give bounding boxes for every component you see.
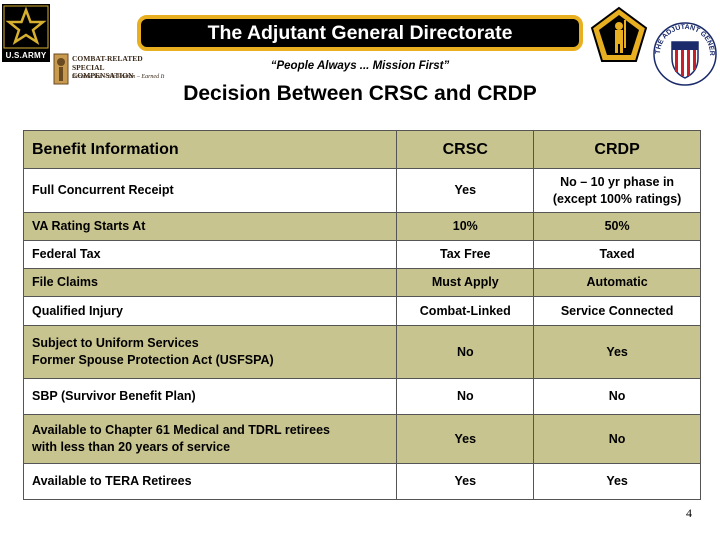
- crdp-cell: No – 10 yr phase in (except 100% ratings…: [533, 168, 701, 213]
- army-star-icon: [3, 5, 49, 49]
- benefit-cell: File Claims: [22, 268, 398, 297]
- crsc-cell: Must Apply: [396, 268, 535, 297]
- title-banner: The Adjutant General Directorate: [137, 15, 583, 51]
- benefit-cell: Full Concurrent Receipt: [22, 168, 398, 213]
- page-title: Decision Between CRSC and CRDP: [183, 82, 537, 105]
- army-logo: U.S.ARMY: [2, 4, 50, 62]
- crsc-emblem-icon: [53, 53, 69, 85]
- crsc-cell: No: [396, 378, 535, 415]
- crsc-cell: Combat-Linked: [396, 296, 535, 326]
- crdp-cell: 50%: [533, 212, 701, 241]
- crdp-cell: No: [533, 414, 701, 464]
- benefit-cell: Subject to Uniform Services Former Spous…: [22, 325, 398, 379]
- crdp-line1: No – 10 yr phase in: [560, 174, 675, 189]
- table-row: Federal Tax Tax Free Taxed: [22, 240, 701, 269]
- crdp-cell: Yes: [533, 463, 701, 500]
- army-wordmark: U.S.ARMY: [2, 50, 50, 62]
- crsc-cell: Yes: [396, 168, 535, 213]
- benefit-cell: Federal Tax: [22, 240, 398, 269]
- table-row: Subject to Uniform Services Former Spous…: [22, 325, 701, 379]
- table-row: Full Concurrent Receipt Yes No – 10 yr p…: [22, 168, 701, 213]
- benefit-cell: SBP (Survivor Benefit Plan): [22, 378, 398, 415]
- crdp-cell: Service Connected: [533, 296, 701, 326]
- table-header-row: Benefit Information CRSC CRDP: [22, 130, 701, 169]
- col-header-benefit: Benefit Information: [22, 130, 398, 169]
- benefit-cell: VA Rating Starts At: [22, 212, 398, 241]
- crdp-cell: Taxed: [533, 240, 701, 269]
- crsc-cell: No: [396, 325, 535, 379]
- crsc-cell: Tax Free: [396, 240, 535, 269]
- table-row: SBP (Survivor Benefit Plan) No No: [22, 378, 701, 415]
- table-row: VA Rating Starts At 10% 50%: [22, 212, 701, 241]
- table-row: Qualified Injury Combat-Linked Service C…: [22, 296, 701, 326]
- motto: “People Always ... Mission First”: [270, 60, 450, 72]
- crsc-line2: SPECIAL COMPENSATION: [72, 63, 134, 80]
- soldier-pentagon-icon: [590, 6, 648, 62]
- crsc-line1: COMBAT-RELATED: [72, 54, 143, 63]
- table-row: Available to TERA Retirees Yes Yes: [22, 463, 701, 500]
- crsc-tagline: Because You – the Veteran – Earned It: [72, 74, 165, 80]
- crsc-logo: COMBAT-RELATED SPECIAL COMPENSATION Beca…: [52, 52, 164, 86]
- shield-seal-icon: THE ADJUTANT GENERAL DIRECTORATE: [652, 20, 717, 86]
- crsc-cell: 10%: [396, 212, 535, 241]
- benefit-line1: Available to Chapter 61 Medical and TDRL…: [32, 423, 331, 437]
- crdp-cell: No: [533, 378, 701, 415]
- col-header-crdp: CRDP: [533, 130, 701, 169]
- benefits-table: Benefit Information CRSC CRDP Full Concu…: [22, 130, 701, 500]
- benefit-line2: Former Spouse Protection Act (USFSPA): [32, 353, 274, 367]
- crdp-line2: (except 100% ratings): [552, 191, 682, 206]
- crsc-cell: Yes: [396, 463, 535, 500]
- crdp-cell: Automatic: [533, 268, 701, 297]
- page-number: 4: [686, 506, 692, 520]
- benefit-cell: Available to TERA Retirees: [22, 463, 398, 500]
- benefit-cell: Qualified Injury: [22, 296, 398, 326]
- benefit-line1: Subject to Uniform Services: [32, 336, 199, 350]
- table-row: Available to Chapter 61 Medical and TDRL…: [22, 414, 701, 464]
- col-header-crsc: CRSC: [396, 130, 535, 169]
- benefit-cell: Available to Chapter 61 Medical and TDRL…: [22, 414, 398, 464]
- crdp-cell: Yes: [533, 325, 701, 379]
- table-row: File Claims Must Apply Automatic: [22, 268, 701, 297]
- benefit-line2: with less than 20 years of service: [32, 440, 231, 454]
- crsc-cell: Yes: [396, 414, 535, 464]
